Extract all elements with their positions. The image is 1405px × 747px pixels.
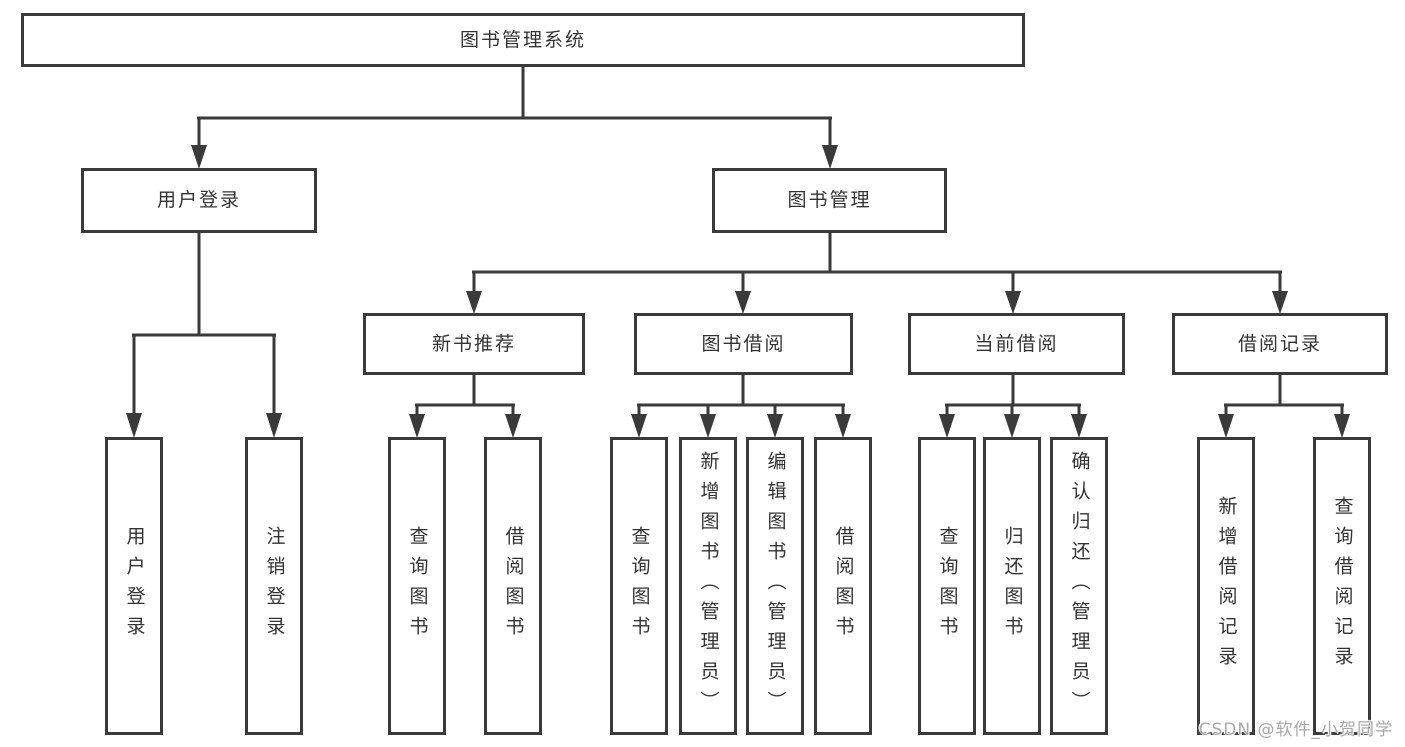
node-label: 查询借阅记录 — [1331, 496, 1354, 676]
node-label: 借阅图书 — [502, 526, 525, 646]
node-new-book-recommend: 新书推荐 — [363, 313, 585, 375]
node-label: 查询图书 — [628, 526, 651, 646]
leaf-edit-book-admin: 编辑图书（管理员） — [746, 437, 804, 735]
node-label: 归还图书 — [1001, 526, 1024, 646]
node-label: 新增借阅记录 — [1215, 496, 1238, 676]
csdn-watermark: CSDN @软件_小贺同学 — [1198, 720, 1393, 740]
node-book-management: 图书管理 — [712, 168, 947, 233]
node-current-borrowing: 当前借阅 — [908, 313, 1125, 375]
leaf-borrow-books-borrowing: 借阅图书 — [814, 437, 872, 735]
leaf-user-login: 用户登录 — [105, 437, 163, 735]
node-label: 注销登录 — [263, 526, 286, 646]
node-label: 借阅记录 — [1237, 332, 1322, 355]
node-label: 图书管理系统 — [459, 28, 586, 51]
leaf-query-books-current: 查询图书 — [918, 437, 976, 735]
leaf-add-book-admin: 新增图书（管理员） — [679, 437, 737, 735]
node-label: 新书推荐 — [431, 332, 516, 355]
node-label: 查询图书 — [936, 526, 959, 646]
node-label: 图书借阅 — [701, 332, 786, 355]
node-label: 编辑图书（管理员） — [764, 451, 787, 721]
leaf-confirm-return-admin: 确认归还（管理员） — [1050, 437, 1108, 735]
node-label: 用户登录 — [156, 189, 241, 211]
node-root-system: 图书管理系统 — [21, 13, 1025, 67]
node-user-login: 用户登录 — [81, 168, 317, 233]
node-label: 当前借阅 — [974, 332, 1059, 355]
node-label: 查询图书 — [406, 526, 429, 646]
leaf-query-books-recommend: 查询图书 — [388, 437, 446, 735]
node-label: 用户登录 — [123, 526, 146, 646]
node-borrowing-records: 借阅记录 — [1172, 313, 1388, 375]
leaf-logout: 注销登录 — [245, 437, 303, 735]
leaf-borrow-books-recommend: 借阅图书 — [484, 437, 542, 735]
leaf-add-borrow-record: 新增借阅记录 — [1197, 437, 1255, 735]
node-label: 确认归还（管理员） — [1068, 451, 1091, 721]
leaf-query-borrow-record: 查询借阅记录 — [1313, 437, 1371, 735]
node-label: 图书管理 — [787, 189, 872, 211]
node-label: 借阅图书 — [832, 526, 855, 646]
leaf-return-book: 归还图书 — [983, 437, 1041, 735]
node-label: 新增图书（管理员） — [697, 451, 720, 721]
node-book-borrowing: 图书借阅 — [634, 313, 853, 375]
leaf-query-books-borrowing: 查询图书 — [610, 437, 668, 735]
